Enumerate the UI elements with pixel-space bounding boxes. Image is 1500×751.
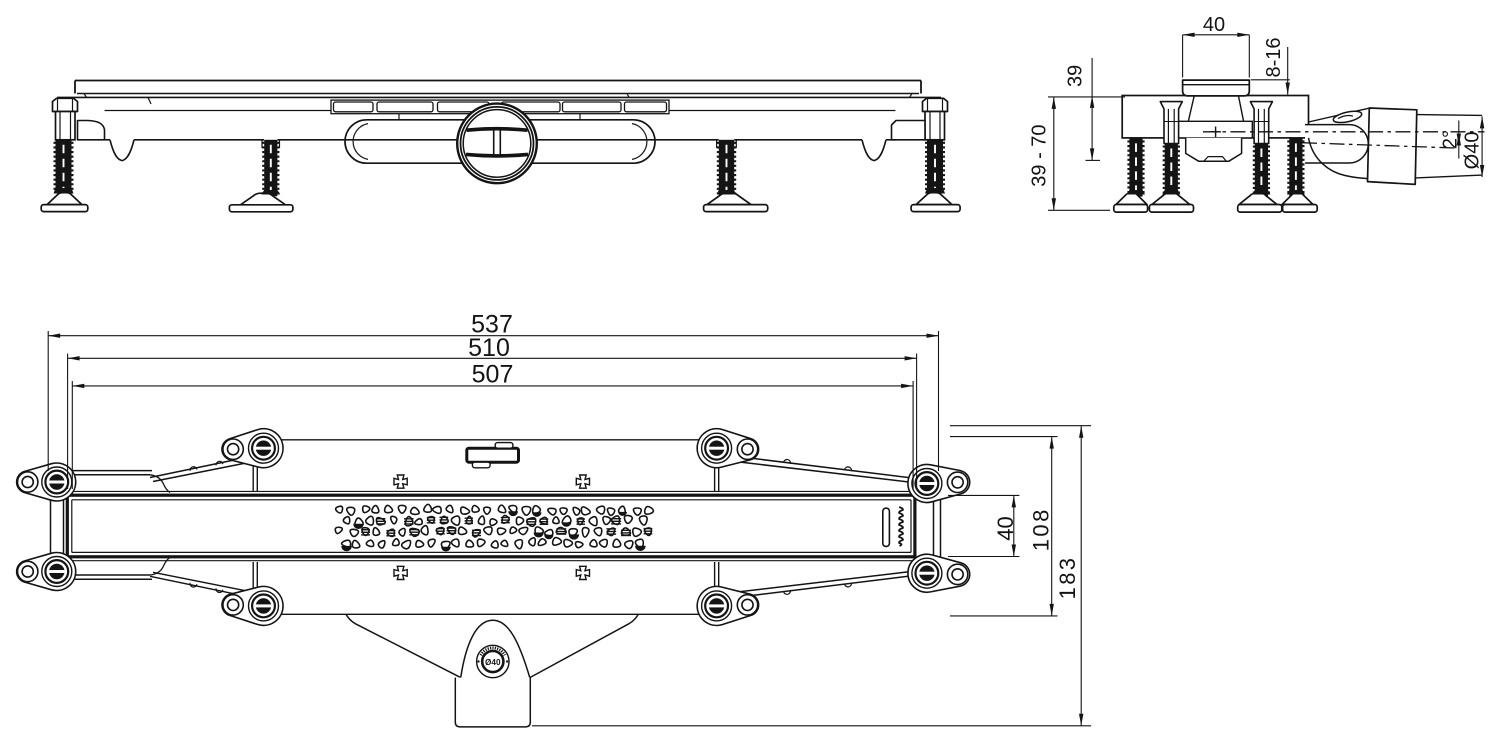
svg-text:183: 183 xyxy=(1055,556,1080,600)
svg-text:Ø40: Ø40 xyxy=(1461,131,1483,169)
svg-text:8-16: 8-16 xyxy=(1263,37,1285,77)
svg-text:507: 507 xyxy=(472,360,514,388)
svg-text:39: 39 xyxy=(1065,65,1087,87)
svg-text:39 - 70: 39 - 70 xyxy=(1028,124,1050,186)
svg-text:108: 108 xyxy=(1029,507,1054,551)
svg-text:537: 537 xyxy=(471,310,513,338)
svg-text:510: 510 xyxy=(468,334,510,362)
svg-text:40: 40 xyxy=(1203,14,1225,36)
svg-text:40: 40 xyxy=(993,516,1018,540)
svg-text:2°: 2° xyxy=(1439,130,1461,149)
svg-text:Ø40: Ø40 xyxy=(485,658,501,667)
